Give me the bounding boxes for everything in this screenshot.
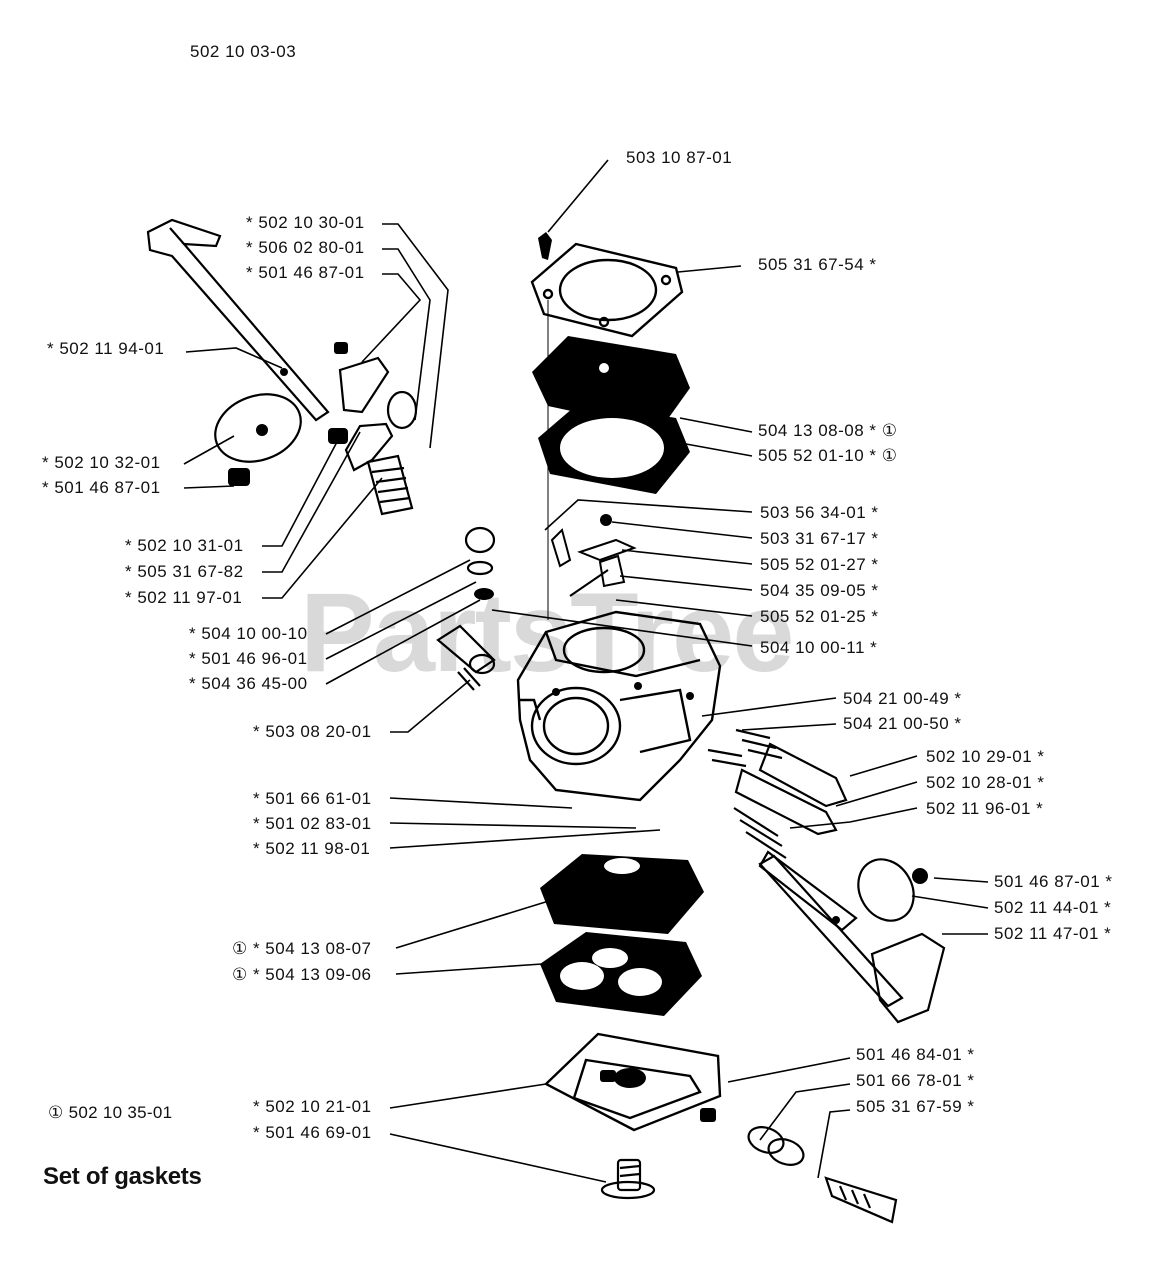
gasket-set-note: ① 502 10 35-01 (48, 1103, 173, 1122)
callout-label: * 506 02 80-01 (246, 238, 365, 257)
callout-label: * 501 46 96-01 (189, 649, 308, 668)
callout-label: * 502 11 98-01 (253, 839, 371, 858)
metering-gasket (540, 932, 702, 1016)
caption: Set of gaskets (43, 1163, 202, 1190)
callout-label: 504 13 08-08 * ① (758, 421, 898, 440)
callout-label: 502 10 29-01 * (926, 747, 1045, 766)
callout-label: * 505 31 67-82 (125, 562, 244, 581)
callout-label: * 502 10 32-01 (42, 453, 161, 472)
metering-diaphragm (540, 854, 704, 934)
callout-label: 501 46 84-01 * (856, 1045, 975, 1064)
callout-label: ① * 504 13 09-06 (232, 965, 372, 984)
pump-gasket (538, 402, 690, 494)
callout-label: 504 35 09-05 * (760, 581, 879, 600)
callout-label: * 501 46 69-01 (253, 1123, 372, 1142)
callout-label: ① * 504 13 08-07 (232, 939, 372, 958)
callout-label: * 501 46 87-01 (246, 263, 365, 282)
callout-label: * 502 11 97-01 (125, 588, 243, 607)
callout-label: 504 21 00-50 * (843, 714, 962, 733)
callout-label: 502 11 44-01 * (994, 898, 1112, 917)
drawing-number: 502 10 03-03 (190, 42, 297, 61)
callout-label: * 501 66 61-01 (253, 789, 372, 808)
callout-label: * 501 46 87-01 (42, 478, 161, 497)
callout-label: 502 10 28-01 * (926, 773, 1045, 792)
callout-label: * 501 02 83-01 (253, 814, 372, 833)
callout-label: * 504 10 00-10 (189, 624, 308, 643)
callout-label: 505 52 01-25 * (760, 607, 879, 626)
callout-label: * 502 10 31-01 (125, 536, 244, 555)
callout-label: 505 31 67-54 * (758, 255, 877, 274)
pump-diaphragm (532, 336, 690, 430)
metering-cover (543, 1032, 722, 1132)
callout-label: * 502 10 30-01 (246, 213, 365, 232)
callout-label: * 502 11 94-01 (47, 339, 165, 358)
throttle-shaft (758, 854, 946, 1024)
callout-label: 501 46 87-01 * (994, 872, 1113, 891)
callout-label: 505 31 67-59 * (856, 1097, 975, 1116)
pump-cover (530, 242, 684, 338)
callout-label: 503 31 67-17 * (760, 529, 879, 548)
callout-label: 501 66 78-01 * (856, 1071, 975, 1090)
carburetor-body (516, 610, 722, 802)
callout-label: 502 11 47-01 * (994, 924, 1112, 943)
callout-label: * 504 36 45-00 (189, 674, 308, 693)
callout-label: * 503 08 20-01 (253, 722, 372, 741)
callout-label: * 502 10 21-01 (253, 1097, 372, 1116)
callout-label: 504 10 00-11 * (760, 638, 878, 657)
callout-label: 502 11 96-01 * (926, 799, 1044, 818)
callout-label: 504 21 00-49 * (843, 689, 962, 708)
choke-shaft (146, 218, 330, 422)
callout-label: 503 56 34-01 * (760, 503, 879, 522)
callout-label: 505 52 01-10 * ① (758, 446, 898, 465)
callout-label: 503 10 87-01 (626, 148, 733, 167)
callout-label: 505 52 01-27 * (760, 555, 879, 574)
